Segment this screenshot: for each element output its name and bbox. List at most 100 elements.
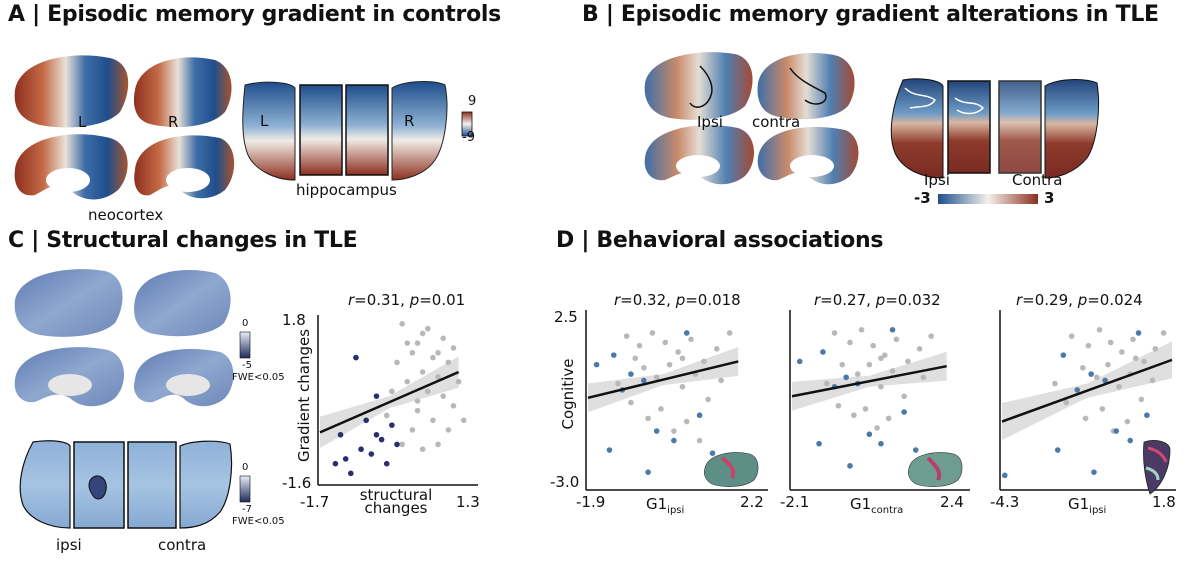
data-point-grey (404, 378, 411, 385)
d3-xlabel: G1ipsi (1068, 495, 1107, 516)
label-hippo-right: R (404, 112, 415, 130)
panel-a-colorbar (461, 111, 473, 137)
tle-brain-ipsi-medial (644, 125, 755, 185)
data-point-grey (645, 415, 651, 422)
data-point-colored (332, 460, 339, 467)
data-point-colored (363, 417, 369, 424)
data-point-grey (1152, 346, 1159, 352)
data-point-grey (1096, 327, 1103, 333)
data-point-grey (450, 403, 457, 409)
data-point-grey (623, 333, 630, 339)
panel-b-hippocampus (890, 78, 1100, 179)
data-point-colored (373, 393, 380, 399)
panel-c-colorbar-hippo (239, 475, 251, 503)
d3-stat: r=0.29, p=0.024 (1016, 291, 1143, 309)
data-point-grey (847, 339, 853, 346)
panel-d-scatter-1 (585, 310, 768, 491)
data-point-colored (1135, 330, 1142, 336)
tle-hippo-contra-unfolded (1044, 79, 1100, 179)
d-ymax: 2.5 (554, 308, 578, 326)
data-point-grey (679, 383, 686, 390)
data-point-grey (615, 380, 621, 387)
data-point-grey (653, 374, 660, 381)
data-point-grey (1085, 342, 1092, 349)
data-point-grey (445, 427, 452, 433)
d2-inset-brain (907, 452, 963, 487)
data-point-grey (1116, 383, 1122, 390)
c-cb2-fwe: FWE<0.05 (232, 516, 285, 527)
data-point-grey (1141, 358, 1147, 365)
data-point-colored (368, 451, 375, 457)
data-point-grey (1132, 355, 1139, 362)
data-point-grey (1130, 336, 1136, 343)
data-point-grey (726, 330, 733, 336)
data-point-grey (928, 333, 934, 339)
panel-d-scatter-2 (789, 310, 970, 491)
tle-brain-contra-lateral (757, 53, 855, 120)
c-cb1-top: 0 (242, 318, 249, 329)
data-point-grey (1093, 374, 1100, 381)
data-point-grey (916, 346, 923, 352)
panel-a-colorbar-max: 9 (468, 94, 477, 109)
data-point-colored (1144, 412, 1150, 419)
panel-b-colorbar-max: 3 (1044, 189, 1055, 207)
data-point-grey (430, 354, 436, 361)
d1-xmax: 2.2 (740, 493, 764, 511)
data-point-grey (866, 361, 873, 368)
panel-b-colorbar-min: -3 (914, 189, 931, 207)
data-point-grey (419, 446, 426, 453)
tle-hippo-contra-flatmap (998, 80, 1042, 174)
data-point-colored (337, 431, 344, 438)
data-point-grey (636, 342, 643, 349)
data-point-grey (440, 335, 446, 342)
d3-inset-hippocampus (1143, 440, 1171, 495)
data-point-colored (1001, 472, 1008, 479)
data-point-grey (435, 374, 441, 380)
data-point-grey (675, 349, 681, 355)
data-point-colored (641, 377, 647, 384)
data-point-grey (414, 398, 421, 404)
data-point-colored (820, 349, 826, 355)
data-point-grey (862, 406, 869, 412)
d2-xlabel: G1contra (850, 495, 904, 516)
data-point-colored (847, 463, 853, 469)
d1-inset-brain (703, 452, 759, 487)
brain-left-medial (14, 134, 128, 200)
data-point-grey (399, 321, 405, 327)
data-point-colored (796, 358, 803, 365)
data-point-grey (831, 330, 838, 336)
data-point-grey (858, 327, 865, 333)
data-point-colored (878, 440, 884, 447)
panel-b-title: B | Episodic memory gradient alterations… (582, 2, 1159, 27)
panel-a-colorbar-min: -9 (462, 130, 475, 145)
c-cb1-fwe: FWE<0.05 (232, 372, 285, 383)
struct-brain-ipsi-lateral (14, 269, 123, 337)
label-neocortex: neocortex (88, 206, 164, 224)
struct-hippo-ipsi-unfolded (19, 440, 71, 529)
data-point-grey (1063, 399, 1069, 406)
c-ymin: -1.6 (282, 474, 312, 492)
tle-brain-ipsi-lateral (644, 52, 753, 120)
d3-xmax: 1.8 (1152, 493, 1176, 511)
data-point-grey (1105, 361, 1111, 368)
data-point-grey (419, 369, 426, 375)
data-point-grey (419, 330, 426, 337)
data-point-colored (645, 469, 651, 475)
data-point-grey (409, 427, 416, 433)
data-point-colored (1088, 371, 1094, 377)
tle-hippo-ipsi-unfolded (890, 78, 944, 179)
struct-hippo-contra-unfolded (179, 440, 233, 529)
data-point-colored (653, 428, 660, 434)
data-point-colored (378, 436, 385, 443)
data-point-grey (835, 402, 842, 409)
label-c-ipsi: ipsi (56, 536, 82, 554)
data-point-grey (874, 425, 880, 431)
d2-stat: r=0.27, p=0.032 (814, 291, 941, 309)
panel-c-neocortex-brains (14, 269, 234, 407)
brain-right-lateral (133, 57, 232, 128)
data-point-colored (610, 352, 617, 358)
data-point-grey (425, 388, 431, 395)
c-cb2-bottom: -7 (242, 504, 252, 515)
label-b-ipsi: Ipsi (697, 113, 723, 131)
data-point-grey (445, 359, 452, 366)
